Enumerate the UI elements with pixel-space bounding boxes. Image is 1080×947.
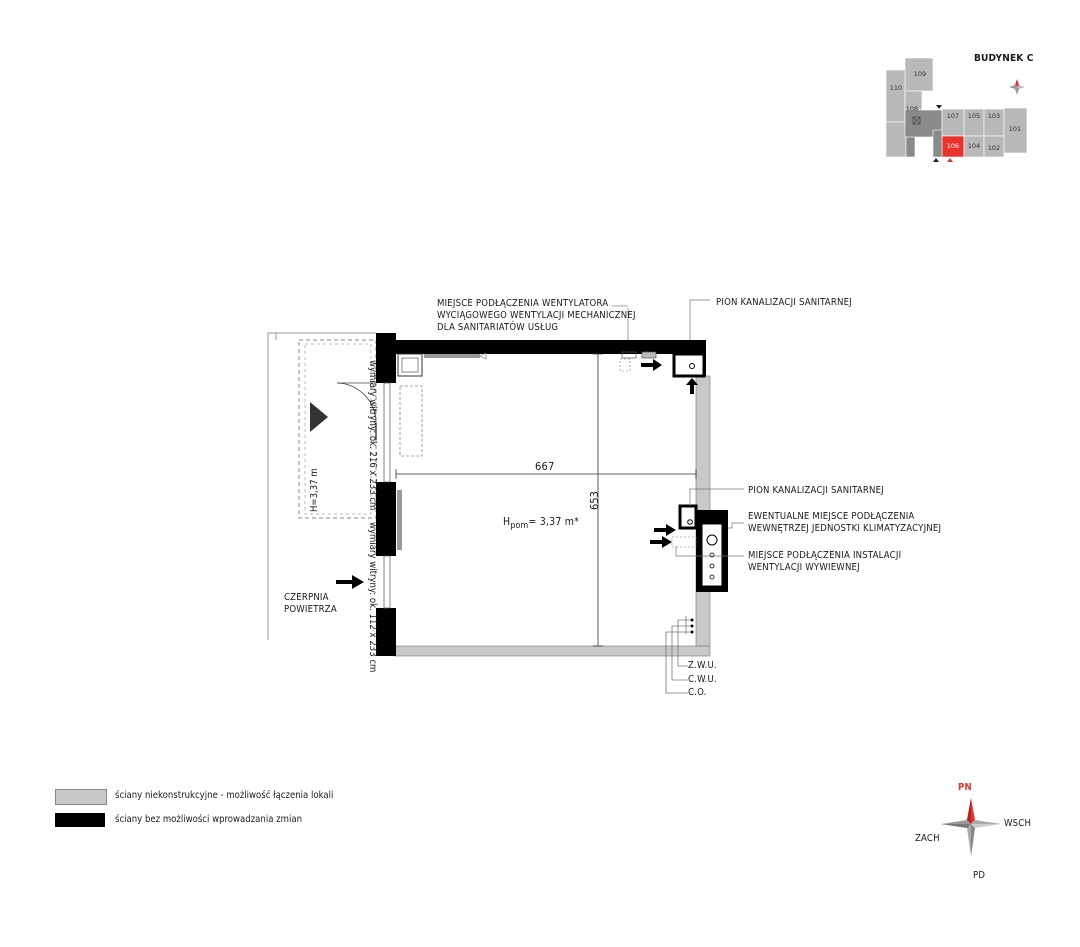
cwu-label: C.W.U. xyxy=(688,674,717,685)
unit-label: 104 xyxy=(968,142,980,150)
window-height-label: H=3,37 m xyxy=(309,468,320,512)
arrow-right-icon xyxy=(654,524,676,536)
unit-label: 103 xyxy=(988,112,1000,120)
window-1-dimensions: wymiary witryny: ok. 216 x 233 cm xyxy=(367,360,378,511)
room-height: Hpom= 3,37 m* xyxy=(503,516,579,532)
unit-label: 105 xyxy=(968,112,980,120)
co-label: C.O. xyxy=(688,687,707,698)
entrance-arrow-icon xyxy=(310,402,328,432)
climate-callout: EWENTUALNE MIEJSCE PODŁĄCZENIA WEWNĘTRZE… xyxy=(748,511,941,535)
ventilator-callout: MIEJSCE PODŁĄCZENIA WENTYLATORA WYCIĄGOW… xyxy=(437,298,636,334)
key-plan: 109 110 108 107 105 103 101 106 104 102 xyxy=(885,57,1028,162)
callout-line: POWIETRZA xyxy=(284,604,337,615)
legend-nonstructural-text: ściany niekonstrukcyjne - możliwość łącz… xyxy=(115,790,334,801)
compass-south: PD xyxy=(973,870,986,881)
window-2-dimensions: wymiary witryny: ok. 112 x 233 cm xyxy=(367,522,378,673)
compass-rose-icon xyxy=(941,798,1001,856)
callout-line: MIEJSCE PODŁĄCZENIA WENTYLATORA xyxy=(437,298,609,309)
legend-swatch-fixed xyxy=(55,813,105,827)
arrow-right-icon xyxy=(336,575,364,589)
callout-line: DLA SANITARIATÓW USŁUG xyxy=(437,322,559,333)
callout-line: MIEJSCE PODŁĄCZENIA INSTALACJI xyxy=(748,550,902,561)
arrow-up-icon xyxy=(686,378,698,394)
zwu-label: Z.W.U. xyxy=(688,660,717,671)
sewer-top-callout: PION KANALIZACJI SANITARNEJ xyxy=(716,297,852,308)
arrow-right-icon xyxy=(650,536,672,548)
callout-line: WENTYLACJI WYWIEWNEJ xyxy=(748,562,860,573)
room-height-value: = 3,37 m* xyxy=(528,516,580,528)
compass-west: ZACH xyxy=(915,833,940,844)
unit-label: 110 xyxy=(890,84,902,92)
legend-swatch-nonstructural xyxy=(55,789,107,805)
arrow-right-icon xyxy=(641,359,662,371)
callout-line: CZERPNIA xyxy=(284,592,329,603)
unit-label: 102 xyxy=(988,144,1000,152)
width-dimension: 667 xyxy=(535,460,555,473)
compass-east: WSCH xyxy=(1004,818,1032,829)
depth-dimension: 653 xyxy=(588,491,601,510)
callout-line: WEWNĘTRZEJ JEDNOSTKI KLIMATYZACYJNEJ xyxy=(748,523,942,534)
air-intake-callout: CZERPNIA POWIETRZA xyxy=(284,592,337,616)
callout-line: EWENTUALNE MIEJSCE PODŁĄCZENIA xyxy=(748,511,915,522)
sewer-mid-callout: PION KANALIZACJI SANITARNEJ xyxy=(748,485,884,496)
legend-fixed-text: ściany bez możliwości wprowadzania zmian xyxy=(115,814,302,825)
unit-label: 107 xyxy=(947,112,959,120)
room-height-prefix: H xyxy=(503,516,511,528)
room-height-sub: pom xyxy=(510,521,529,532)
unit-label: 101 xyxy=(1009,125,1021,133)
unit-label: 109 xyxy=(914,70,926,78)
unit-label: 108 xyxy=(906,105,918,113)
building-title: BUDYNEK C xyxy=(974,53,1034,64)
exhaust-callout: MIEJSCE PODŁĄCZENIA INSTALACJI WENTYLACJ… xyxy=(748,550,901,574)
compass-north: PN xyxy=(958,782,972,793)
callout-line: WYCIĄGOWEGO WENTYLACJI MECHANICZNEJ xyxy=(437,310,636,321)
unit-label: 106 xyxy=(947,142,959,150)
mini-compass-icon xyxy=(1009,79,1025,95)
